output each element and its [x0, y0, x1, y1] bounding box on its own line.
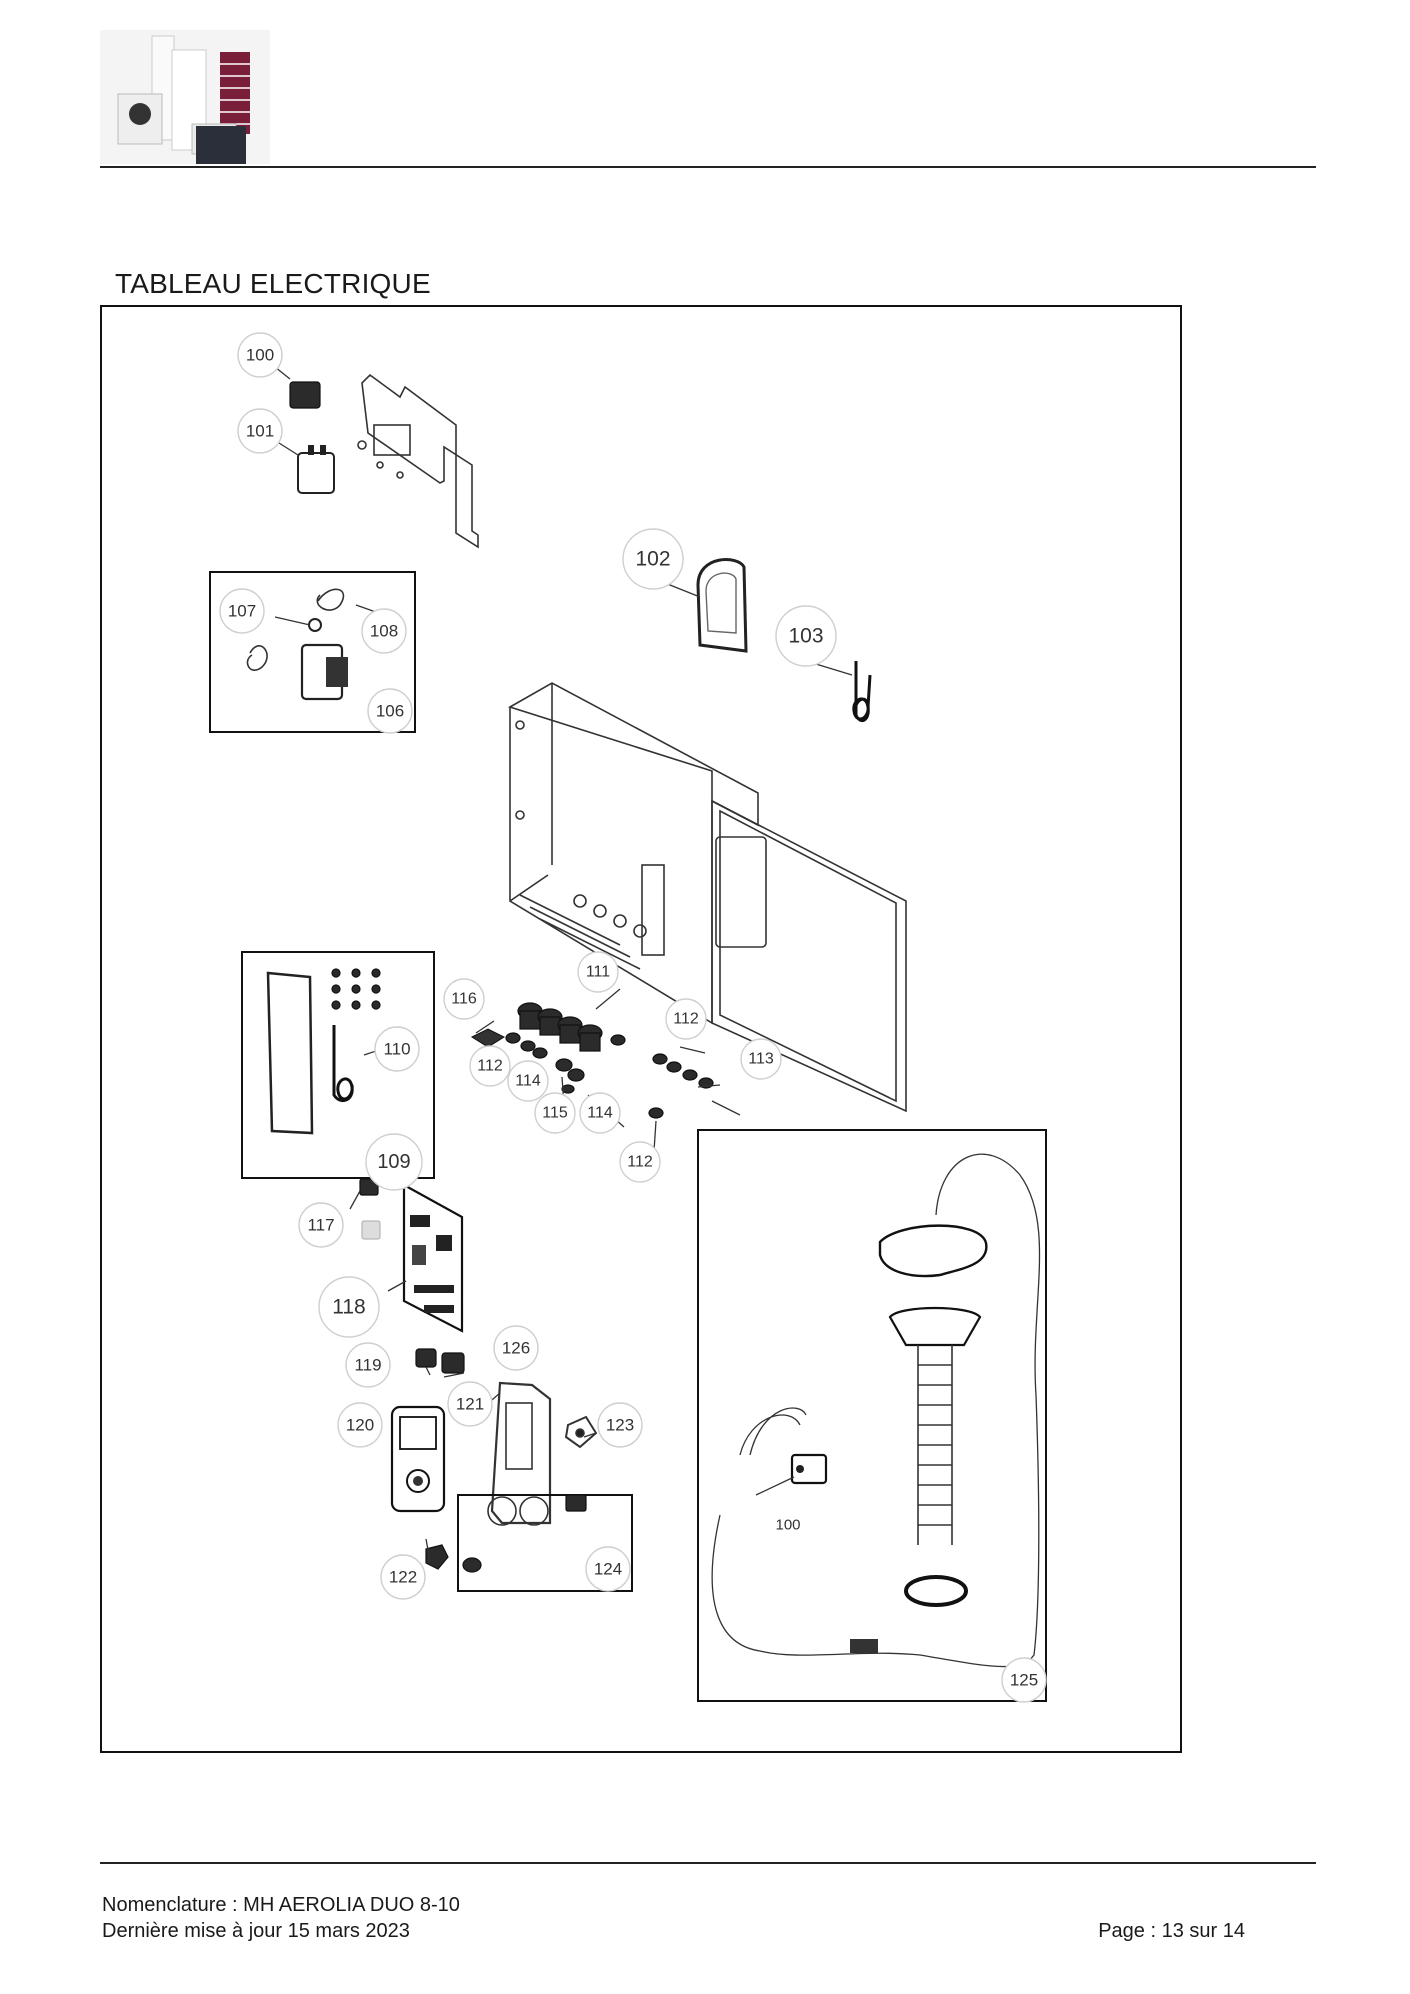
svg-text:111: 111 [586, 964, 610, 981]
callout-112-right: 112 [665, 998, 707, 1040]
part-107-108-assembly [246, 588, 348, 701]
callout-100-inset: 100 [775, 1517, 800, 1534]
kit-box-124 [457, 1494, 633, 1592]
diagram-frame [100, 305, 1182, 1753]
part-112-114-nuts [505, 1032, 714, 1119]
part-110-gasket-kit [266, 968, 381, 1135]
part-116-plate [470, 1028, 506, 1048]
svg-text:114: 114 [515, 1073, 541, 1090]
svg-text:103: 103 [788, 625, 823, 648]
svg-text:107: 107 [228, 602, 256, 621]
part-mounting-bracket [357, 373, 479, 549]
svg-text:118: 118 [332, 1296, 365, 1319]
svg-text:100: 100 [775, 1517, 800, 1534]
callout-111: 111 [577, 951, 619, 993]
svg-text:114: 114 [587, 1105, 613, 1122]
svg-text:120: 120 [346, 1416, 374, 1435]
svg-text:115: 115 [542, 1105, 568, 1122]
exploded-parts-diagram: 100 101 102 103 106 107 108 109 110 111 … [100, 305, 1182, 1753]
footer-document-name: Nomenclature : MH AEROLIA DUO 8-10 [102, 1894, 460, 1916]
svg-text:117: 117 [307, 1216, 334, 1235]
callout-101: 101 [237, 408, 283, 454]
svg-text:100: 100 [246, 346, 274, 365]
callout-109: 109 [365, 1133, 423, 1191]
footer-update-date: Dernière mise à jour 15 mars 2023 [102, 1920, 410, 1942]
svg-text:124: 124 [594, 1560, 622, 1579]
callout-122: 122 [380, 1554, 426, 1600]
callout-115: 115 [534, 1092, 576, 1134]
part-119-126-clips [415, 1348, 465, 1374]
callout-110: 110 [374, 1026, 420, 1072]
brand-logo [100, 30, 270, 164]
svg-text:106: 106 [376, 702, 404, 721]
callout-120: 120 [337, 1402, 383, 1448]
callout-102: 102 [622, 528, 684, 590]
callout-113: 113 [740, 1038, 782, 1080]
svg-text:116: 116 [451, 991, 477, 1008]
part-117-connector [359, 1178, 379, 1196]
callout-116: 116 [443, 978, 485, 1020]
callout-118: 118 [318, 1276, 380, 1338]
callout-103: 103 [775, 605, 837, 667]
leader-lines [259, 354, 853, 1562]
kit-box-125 [697, 1129, 1047, 1702]
part-cabinet-housing [508, 682, 907, 1113]
svg-text:123: 123 [606, 1416, 634, 1435]
part-121-support [487, 1381, 552, 1526]
part-117-connector-ghost [361, 1220, 381, 1240]
svg-text:108: 108 [370, 622, 398, 641]
part-124-connector [565, 1494, 587, 1512]
svg-text:112: 112 [477, 1058, 503, 1075]
callout-121: 121 [447, 1381, 493, 1427]
part-122-knob [425, 1544, 449, 1570]
callout-112-left: 112 [469, 1045, 511, 1087]
callout-100: 100 [237, 332, 283, 378]
callout-107: 107 [219, 588, 265, 634]
callout-123: 123 [597, 1402, 643, 1448]
callout-114-right: 114 [579, 1092, 621, 1134]
callout-112-bottom: 112 [619, 1141, 661, 1183]
footer-page-number: Page : 13 sur 14 [1098, 1920, 1245, 1942]
svg-text:122: 122 [389, 1568, 417, 1587]
callout-125: 125 [1001, 1657, 1047, 1703]
svg-text:121: 121 [456, 1395, 484, 1414]
part-101-relay [297, 445, 335, 494]
svg-text:119: 119 [354, 1356, 381, 1375]
svg-text:109: 109 [377, 1151, 410, 1173]
header-divider [100, 166, 1316, 168]
svg-text:112: 112 [627, 1154, 653, 1171]
callout-126: 126 [493, 1325, 539, 1371]
svg-text:125: 125 [1010, 1671, 1038, 1690]
callout-114-left: 114 [507, 1060, 549, 1102]
part-111-cable-glands [517, 1002, 603, 1052]
svg-text:110: 110 [383, 1040, 410, 1059]
section-title: TABLEAU ELECTRIQUE [115, 268, 431, 299]
svg-text:113: 113 [748, 1051, 774, 1068]
part-125-heating-element [711, 1153, 1041, 1668]
part-103-spring [852, 661, 872, 723]
kit-box-109 [241, 951, 435, 1179]
part-123-bracket [564, 1415, 598, 1449]
part-100-switch [289, 381, 321, 409]
svg-text:126: 126 [502, 1339, 530, 1358]
kit-box-106 [209, 571, 416, 733]
svg-text:112: 112 [673, 1011, 699, 1028]
svg-text:101: 101 [246, 422, 274, 441]
callout-124: 124 [585, 1546, 631, 1592]
part-120-control-panel [390, 1405, 446, 1513]
svg-text:102: 102 [635, 548, 670, 571]
part-102-cover [696, 558, 748, 653]
callout-119: 119 [345, 1342, 391, 1388]
part-124-nut [462, 1557, 482, 1573]
callout-106: 106 [367, 688, 413, 734]
callout-117: 117 [298, 1202, 344, 1248]
footer-divider [100, 1862, 1316, 1864]
part-118-circuit-board [402, 1183, 464, 1333]
callout-108: 108 [361, 608, 407, 654]
